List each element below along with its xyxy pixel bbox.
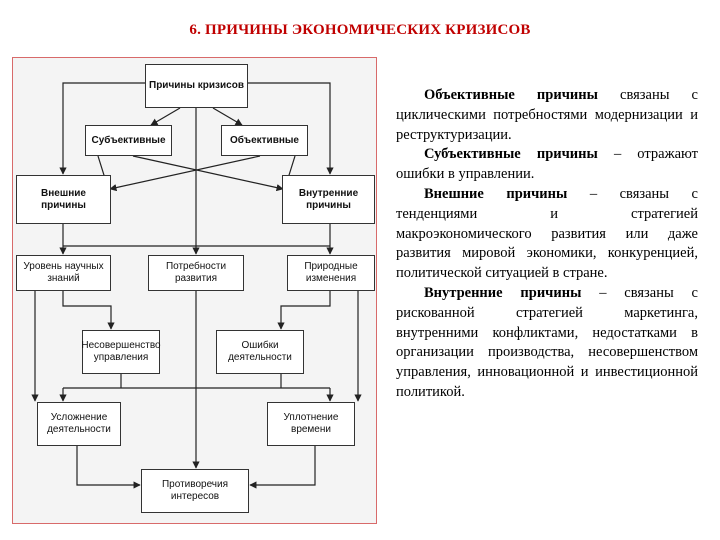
node-external-causes: Внешние причины [16,175,111,224]
node-subjective: Субъективные [85,125,172,156]
paragraph-internal: Внутренние причины – связаны с рискованн… [396,284,698,400]
causes-diagram: Причины кризисов Субъективные Объективны… [12,57,377,524]
node-management-imperfection: Несовершенство управления [81,330,161,374]
explanation-text: Объективные причины связаны с циклически… [396,86,698,403]
node-development-needs: Потребности развития [148,255,244,291]
node-time-compression: Уплотнение времени [267,402,355,446]
node-interest-contradictions: Противоречия интересов [141,469,249,513]
paragraph-subjective: Субъективные причины – отражают ошибки в… [396,146,698,183]
node-internal-causes: Внутренние причины [282,175,375,224]
paragraph-objective: Объективные причины связаны с циклически… [396,87,698,143]
paragraph-external: Внешние причины – связаны с тенденциями … [396,185,698,282]
diagram-connectors [31,82,362,489]
node-natural-changes: Природные изменения [287,255,375,291]
node-activity-complication: Усложнение деятельности [37,402,121,446]
node-objective: Объективные [221,125,308,156]
node-causes: Причины кризисов [145,64,248,108]
node-activity-errors: Ошибки деятельности [216,330,304,374]
page-title: 6. ПРИЧИНЫ ЭКОНОМИЧЕСКИХ КРИЗИСОВ [189,22,531,38]
node-knowledge-level: Уровень научных знаний [16,255,111,291]
